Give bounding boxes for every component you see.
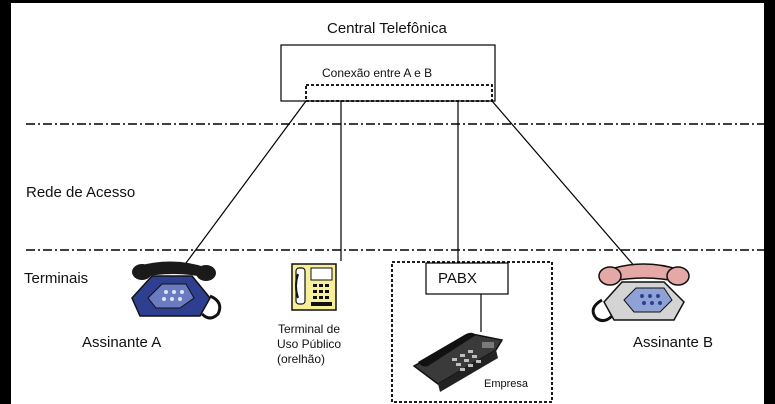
pabx-label: PABX [438, 270, 477, 287]
payphone-icon [291, 263, 337, 311]
access-network-label: Rede de Acesso [26, 184, 136, 201]
public-terminal-line-3: (orelhão) [277, 352, 326, 366]
terminals-label: Terminais [24, 270, 89, 287]
line-subscriber-b [491, 100, 637, 269]
pabx-box [425, 262, 509, 295]
desk-phone-icon [412, 332, 504, 392]
telephone-icon [591, 263, 690, 323]
telephone-icon [131, 261, 222, 320]
line-subscriber-a [185, 100, 307, 264]
subscriber-b-label: Assinante B [633, 334, 714, 351]
access-lines [185, 100, 637, 269]
company-label: Empresa [484, 378, 529, 390]
connection-label: Conexão entre A e B [322, 66, 433, 80]
public-terminal-line-2: Uso Público [277, 337, 342, 351]
connection-box [305, 84, 493, 102]
central-office-title: Central Telefônica [327, 20, 447, 37]
subscriber-a-label: Assinante A [82, 334, 162, 351]
public-terminal-line-1: Terminal de [278, 322, 341, 336]
company-box [391, 261, 553, 403]
